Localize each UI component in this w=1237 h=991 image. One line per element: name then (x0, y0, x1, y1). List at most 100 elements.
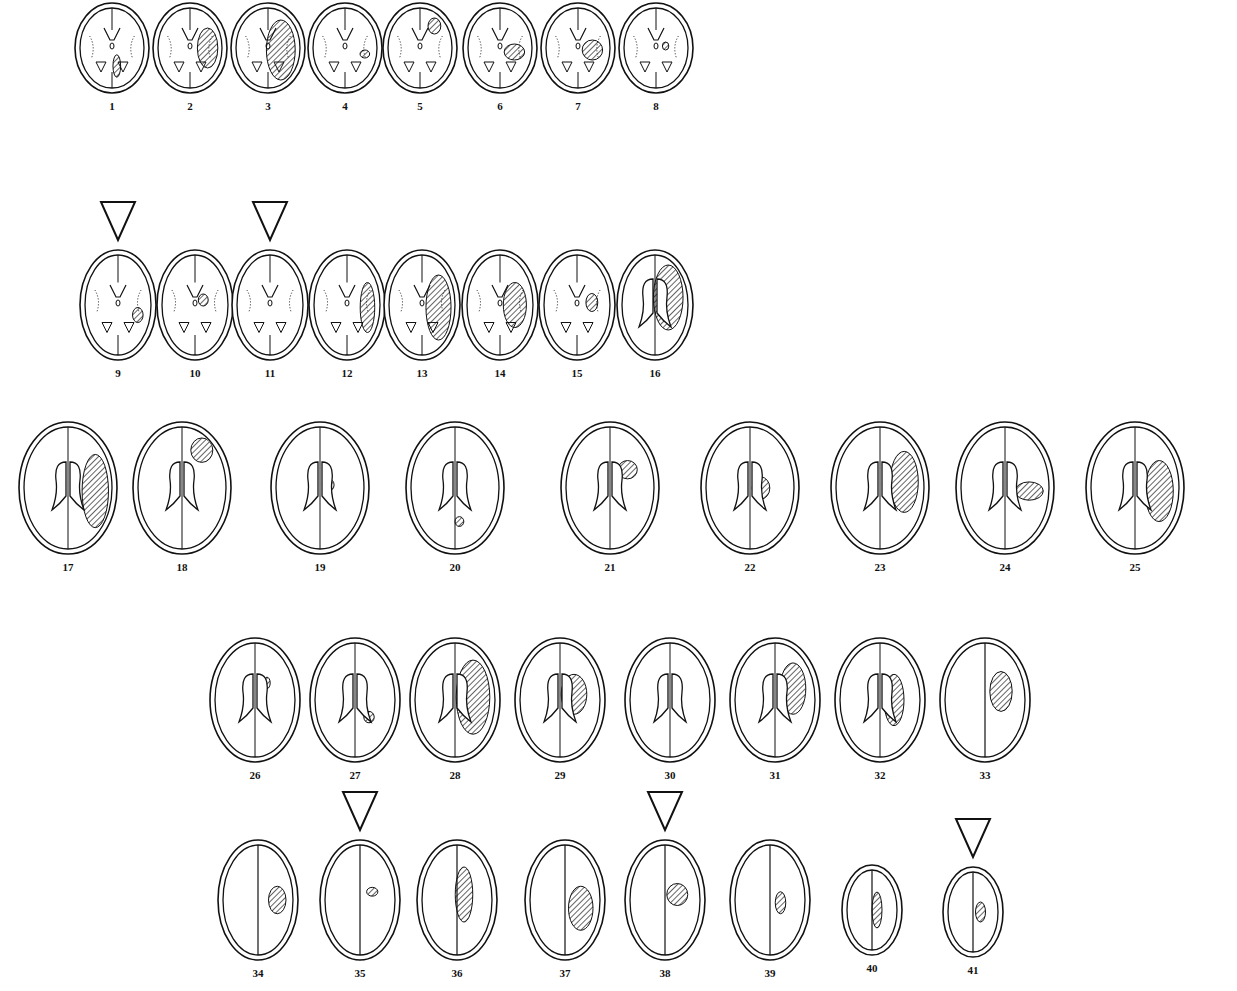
midline (320, 427, 321, 549)
lateral-ventricles (339, 674, 371, 722)
brain-outline (630, 845, 700, 955)
third-ventricle (188, 43, 192, 49)
occipital-horns (406, 323, 438, 333)
midline (670, 643, 671, 757)
third-ventricle (418, 43, 422, 49)
slice-number: 24 (1000, 562, 1011, 573)
skull-outline (956, 422, 1054, 554)
skull-outline (701, 422, 799, 554)
skull-outline (943, 867, 1003, 957)
slice-number: 21 (605, 562, 616, 573)
brain-slice (232, 250, 308, 360)
occipital-horns (562, 62, 594, 72)
slice-number: 12 (342, 368, 353, 379)
skull-outline (730, 840, 810, 960)
brain-slice (320, 840, 400, 960)
midline (118, 255, 119, 283)
midline (1005, 427, 1006, 549)
brain-slice (842, 865, 902, 955)
lesion-area (667, 884, 688, 906)
brain-slice (831, 422, 929, 554)
skull-outline (271, 422, 369, 554)
midline (1135, 427, 1136, 549)
frontal-horns (412, 28, 428, 40)
brain-slice (218, 840, 298, 960)
sylvian-fissure (168, 36, 213, 58)
lesion-area (367, 887, 378, 896)
brain-outline (24, 427, 112, 549)
skull-outline (210, 638, 300, 762)
brain-outline (836, 427, 924, 549)
sylvian-fissure (95, 290, 141, 312)
slice-number: 22 (745, 562, 756, 573)
midline (455, 427, 456, 549)
midline (422, 255, 423, 283)
frontal-horns (187, 285, 203, 297)
lesion-area (269, 886, 287, 914)
lesion-area (503, 283, 526, 328)
sylvian-fissure (90, 36, 135, 58)
lateral-ventricles (439, 674, 471, 722)
occipital-horns (331, 323, 363, 333)
skull-outline (232, 250, 308, 360)
lesion-area (976, 902, 986, 922)
frontal-horns (570, 28, 586, 40)
brain-outline (325, 845, 395, 955)
skull-outline (133, 422, 231, 554)
midline (656, 72, 657, 88)
brain-outline (630, 643, 710, 757)
midline (347, 335, 348, 355)
skull-outline (561, 422, 659, 554)
occipital-horns (561, 323, 593, 333)
marker-triangle (648, 792, 682, 830)
third-ventricle (654, 43, 658, 49)
skull-outline (463, 3, 537, 93)
midline (112, 8, 113, 30)
midline (577, 255, 578, 283)
midline (195, 255, 196, 283)
slice-number: 28 (450, 770, 461, 781)
brain-outline (389, 255, 455, 355)
brain-slice (730, 638, 820, 762)
brain-outline (840, 643, 920, 757)
lateral-ventricles (304, 462, 336, 510)
lateral-ventricles (166, 462, 198, 510)
midline (345, 72, 346, 88)
lesion-area (455, 867, 473, 922)
midline (578, 72, 579, 88)
frontal-horns (492, 28, 508, 40)
lesion-area (662, 42, 668, 50)
slice-number: 13 (417, 368, 428, 379)
lesion-area (428, 18, 441, 34)
brain-slice (19, 422, 117, 554)
brain-slice (617, 250, 693, 360)
slice-number: 5 (417, 101, 423, 112)
midline (268, 72, 269, 88)
midline (118, 335, 119, 355)
brain-slice (525, 840, 605, 960)
brain-slice (730, 840, 810, 960)
brain-outline (237, 255, 303, 355)
frontal-horns (182, 28, 198, 40)
lesion-area (582, 40, 602, 60)
midline (112, 72, 113, 88)
skull-outline (625, 840, 705, 960)
skull-outline (617, 250, 693, 360)
sylvian-fissure (324, 290, 370, 312)
lesion-area (82, 454, 108, 527)
brain-outline (85, 255, 151, 355)
lesion-area (426, 275, 451, 340)
slice-number: 26 (250, 770, 261, 781)
brain-slice (383, 3, 457, 93)
occipital-horns (484, 62, 516, 72)
slice-number: 25 (1130, 562, 1141, 573)
slice-number: 38 (660, 968, 671, 979)
brain-outline (315, 643, 395, 757)
lesion-area (775, 892, 786, 914)
skull-outline (417, 840, 497, 960)
sylvian-fissure (247, 290, 293, 312)
slice-number: 20 (450, 562, 461, 573)
lesion-area (872, 892, 882, 928)
brain-outline (162, 255, 228, 355)
brain-outline (530, 845, 600, 955)
